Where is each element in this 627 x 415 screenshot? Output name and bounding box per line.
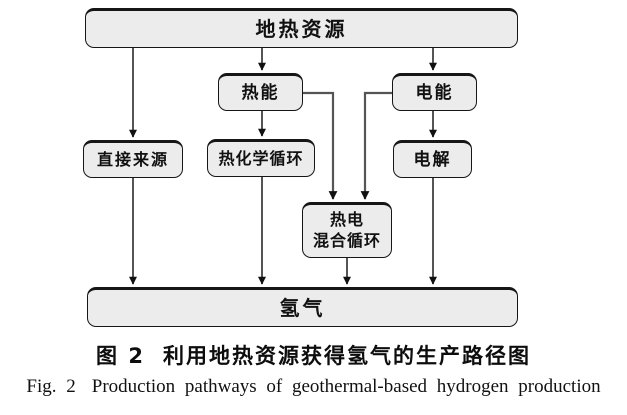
node-electrolysis: 电解 — [393, 140, 472, 178]
edge-electric-hybrid — [360, 91, 392, 200]
figure-caption-en: Fig. 2 Production pathways of geothermal-… — [0, 376, 627, 398]
node-electric-energy: 电能 — [392, 73, 477, 111]
node-direct-source: 直接来源 — [83, 140, 183, 178]
node-hydrogen: 氢气 — [87, 287, 518, 327]
node-thermoelectric-hybrid-cycle: 热电 混合循环 — [302, 202, 392, 258]
node-thermal-energy: 热能 — [218, 73, 303, 111]
figure-title-en: Production pathways of geothermal-based … — [91, 376, 601, 397]
figure-number-zh: 图 2 — [96, 344, 145, 368]
figure-title-zh: 利用地热资源获得氢气的生产路径图 — [162, 344, 531, 368]
figure-number-en: Fig. 2 — [26, 376, 76, 397]
node-geothermal-resources: 地热资源 — [85, 8, 518, 48]
node-thermochemical-cycle: 热化学循环 — [207, 139, 315, 177]
figure-caption-zh: 图 2 利用地热资源获得氢气的生产路径图 — [0, 340, 627, 370]
